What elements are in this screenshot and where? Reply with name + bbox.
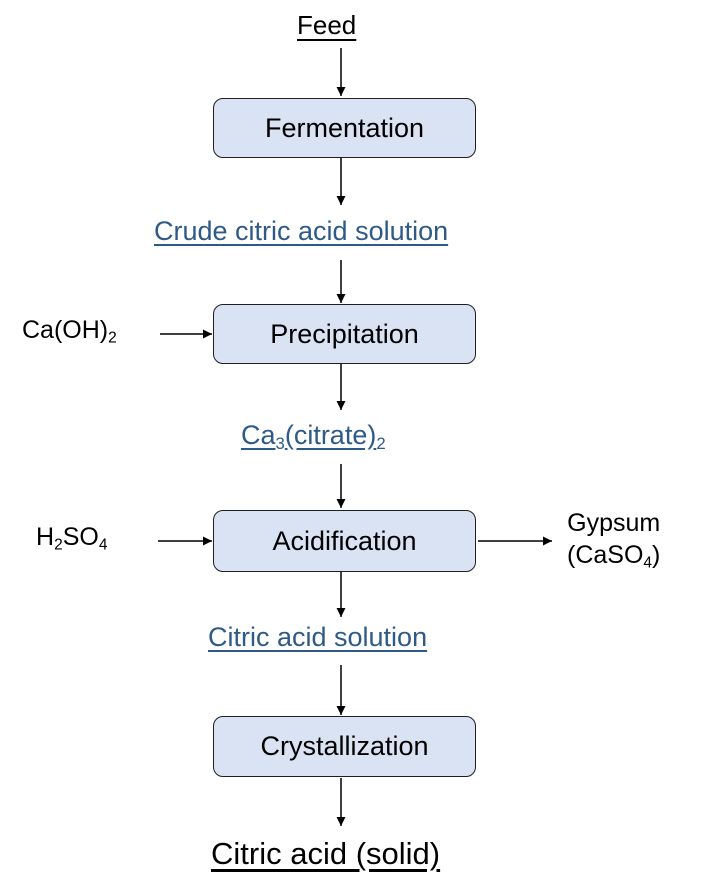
- feed-label: Feed: [297, 10, 357, 40]
- caso4-close: ): [652, 541, 661, 569]
- ca3-citrate-label: Ca3(citrate)2: [241, 420, 386, 454]
- gypsum-output-label: Gypsum (CaSO4): [567, 507, 660, 571]
- precipitation-box: Precipitation: [213, 304, 476, 364]
- acidification-label: Acidification: [272, 525, 417, 556]
- caso4-subscript: 4: [643, 554, 653, 572]
- caso4-open: (CaSO: [567, 541, 644, 569]
- h2so4-subscript-1: 2: [54, 536, 63, 554]
- h2so4-so: SO: [62, 523, 99, 551]
- ca3-subscript-2: 2: [376, 434, 386, 454]
- crystallization-box: Crystallization: [213, 716, 476, 777]
- ca3-citrate: (citrate): [284, 420, 377, 450]
- crystallization-label: Crystallization: [260, 731, 429, 761]
- ca3-subscript: 3: [275, 434, 285, 454]
- fermentation-label: Fermentation: [264, 112, 425, 143]
- caso4-label: (CaSO4): [567, 539, 660, 571]
- caoh-base: Ca(OH): [22, 316, 109, 344]
- product-label: Citric acid (solid): [211, 836, 441, 871]
- h2so4-h: H: [36, 523, 55, 551]
- ca3-base: Ca: [241, 420, 276, 450]
- precipitation-label: Precipitation: [270, 318, 419, 349]
- gypsum-label: Gypsum: [567, 509, 661, 537]
- acidification-box: Acidification: [213, 510, 476, 572]
- crude-solution-label: Crude citric acid solution: [154, 216, 449, 246]
- fermentation-box: Fermentation: [213, 98, 476, 158]
- caoh-subscript: 2: [108, 329, 117, 347]
- caoh-input-label: Ca(OH)2: [22, 316, 117, 347]
- h2so4-subscript-2: 4: [98, 536, 108, 554]
- h2so4-input-label: H2SO4: [36, 523, 108, 554]
- citric-solution-label: Citric acid solution: [208, 622, 428, 652]
